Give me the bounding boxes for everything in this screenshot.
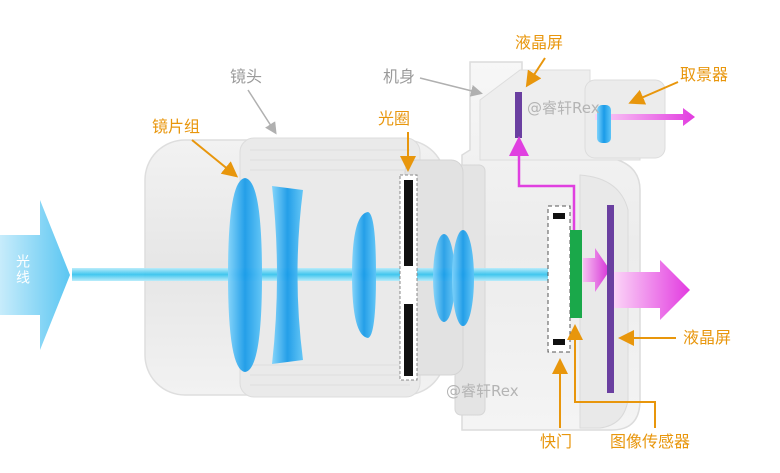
lens-element-4 <box>433 234 455 322</box>
label-aperture: 光圈 <box>378 109 410 128</box>
aperture-diaphragm <box>399 174 418 381</box>
label-lcd-right: 液晶屏 <box>683 328 731 347</box>
incoming-light-arrow: 光线 <box>0 200 70 350</box>
rear-lcd-screen <box>607 205 614 393</box>
label-lcd-top: 液晶屏 <box>515 33 563 52</box>
top-lcd-screen <box>515 92 522 138</box>
watermark-bottom: @睿轩Rex <box>446 382 519 400</box>
lens-element-2 <box>272 186 303 364</box>
display-output-arrow <box>614 260 690 320</box>
label-image-sensor: 图像传感器 <box>610 432 690 451</box>
label-body: 机身 <box>383 67 415 86</box>
lens-element-3 <box>352 212 376 338</box>
lens-element-5 <box>452 230 474 326</box>
label-lens-group: 镜片组 <box>152 117 200 136</box>
viewfinder-output-arrow <box>595 108 695 126</box>
viewfinder-lens <box>597 105 611 143</box>
signal-path <box>509 136 576 230</box>
lens-element-1 <box>228 178 262 372</box>
light-label: 光线 <box>14 254 30 286</box>
watermark-top: @睿轩Rex <box>527 99 600 117</box>
labels: 镜头 机身 镜片组 光圈 液晶屏 取景器 液晶屏 快门 图像传感器 <box>152 33 731 451</box>
lens-elements <box>228 178 474 372</box>
label-lens: 镜头 <box>230 67 262 86</box>
label-shutter: 快门 <box>540 432 572 451</box>
image-sensor <box>570 230 582 318</box>
label-viewfinder: 取景器 <box>680 65 728 84</box>
sensor-output-arrow <box>583 248 610 292</box>
shutter <box>547 205 571 353</box>
